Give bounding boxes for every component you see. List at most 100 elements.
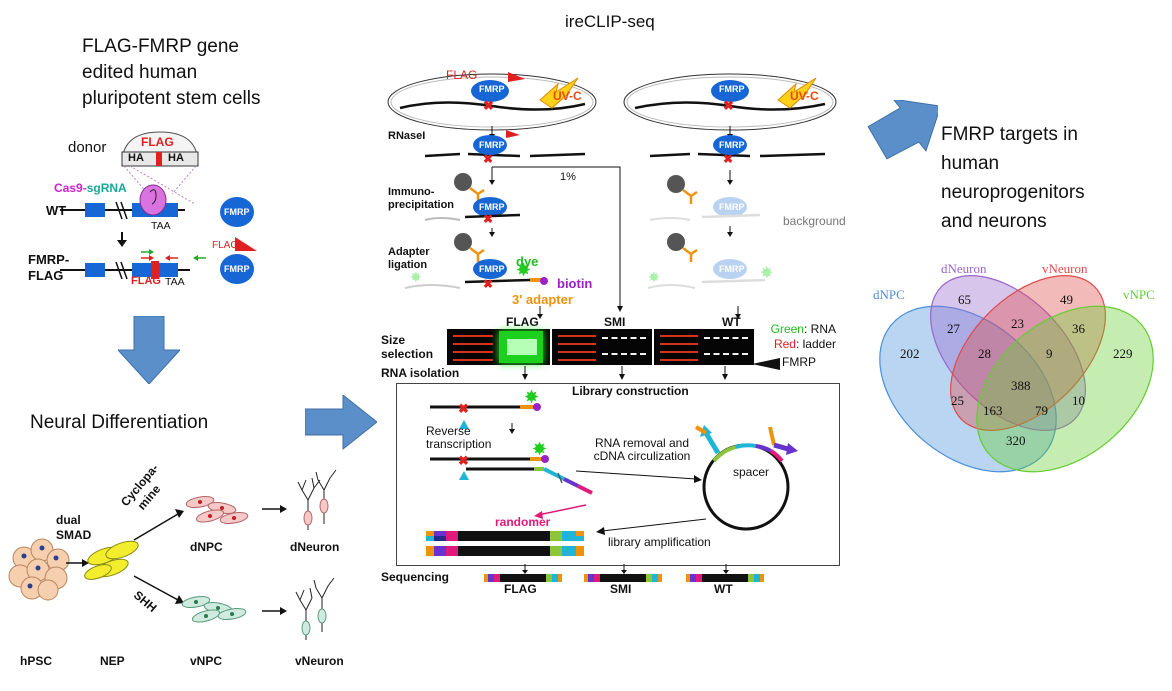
gel-legend: Green: RNA Red: ladder: [766, 322, 836, 352]
legend-red: Red: ladder: [766, 337, 836, 352]
seq-wt: WT: [714, 582, 733, 596]
immuno-label: Immuno- precipitation: [388, 186, 454, 212]
reverse-transcription: Reverse transcription: [426, 425, 491, 451]
rnasei-fmrp-1: FMRP: [479, 140, 505, 150]
lane-wt: WT: [722, 315, 741, 329]
sgrna-text: sgRNA: [86, 181, 127, 195]
venn-label-vneuron: vNeuron: [1042, 261, 1088, 276]
fmrp-flag-label-1: FMRP-: [28, 252, 70, 267]
immuno-1: Immuno-: [388, 186, 435, 198]
rnasei-fmrp-2: FMRP: [719, 140, 745, 150]
sequencing-reads: [484, 564, 764, 582]
rna-removal: RNA removal and cDNA circulization: [592, 437, 692, 463]
reverse-2: transcription: [426, 437, 492, 451]
one-percent: 1%: [560, 171, 576, 183]
svg-text:✖: ✖: [458, 401, 469, 416]
donor-ha-left: HA: [128, 152, 144, 164]
size-1: Size: [381, 333, 406, 347]
uvc-1: UV-C: [553, 89, 582, 103]
vneuron-label: vNeuron: [295, 654, 344, 668]
right-title: FMRP targets in human neuroprogenitors a…: [941, 120, 1085, 236]
left-title: FLAG-FMRP gene edited human pluripotent …: [82, 34, 260, 112]
venn-count-vneuron-vnpc: 36: [1072, 321, 1085, 336]
svg-text:✖: ✖: [723, 152, 733, 166]
rnasei-label: RNaseI: [388, 130, 426, 142]
library-construction-title: Library construction: [572, 384, 689, 398]
svg-text:✖: ✖: [483, 212, 493, 226]
immuno-2: precipitation: [388, 199, 455, 211]
gene-editing-diagram: [60, 131, 257, 284]
venn-set-vnpc: [976, 305, 1154, 473]
right-title-line-1: FMRP targets in: [941, 124, 1078, 145]
spacer-label: spacer: [733, 465, 770, 479]
lib-input-arrows: [522, 366, 728, 380]
flag-gene-label: FLAG: [131, 275, 161, 287]
svg-text:✸: ✸: [760, 265, 773, 282]
svg-text:✖: ✖: [483, 277, 493, 291]
venn-set-vneuron: [950, 275, 1106, 431]
dual-smad-2: SMAD: [56, 528, 92, 542]
differentiation-diagram: [8, 469, 337, 640]
venn-count-vnpc-only: 229: [1113, 346, 1133, 361]
legend-green-word: Green: [770, 322, 804, 336]
svg-text:✖: ✖: [483, 98, 494, 113]
right-title-line-4: and neurons: [941, 211, 1047, 232]
donor-label: donor: [68, 139, 107, 156]
nep-label: NEP: [100, 654, 125, 668]
adapter-label: Adapter ligation: [388, 246, 430, 272]
venn-count-dnpc-dneuron-vneuron: 28: [978, 346, 991, 361]
sequencing-label: Sequencing: [381, 570, 450, 584]
venn-count-all: 388: [1011, 378, 1031, 393]
venn-count-dneuron-vneuron: 23: [1011, 316, 1024, 331]
left-title-line-3: pluripotent stem cells: [82, 88, 261, 109]
uvc-2: UV-C: [790, 89, 819, 103]
right-title-line-2: human: [941, 153, 1000, 174]
svg-text:✖: ✖: [723, 98, 734, 113]
left-title-line-2: edited human: [82, 62, 198, 83]
al-fmrp-2: FMRP: [719, 264, 745, 274]
legend-green-rest: : RNA: [803, 322, 836, 336]
adapter3-label: 3' adapter: [512, 292, 573, 307]
rna-isolation-label: RNA isolation: [381, 366, 460, 380]
right-title-line-3: neuroprogenitors: [941, 182, 1085, 203]
seq-flag: FLAG: [504, 582, 537, 596]
gel-lane-flag: [447, 329, 550, 365]
left-title-line-1: FLAG-FMRP gene: [82, 36, 239, 57]
venn-count-vneuron-only: 49: [1060, 292, 1073, 307]
svg-text:✖: ✖: [458, 453, 469, 468]
size-selection-label: Size selection: [381, 333, 433, 361]
rna-removal-2: cDNA circulization: [593, 449, 691, 463]
svg-text:✸: ✸: [516, 260, 531, 280]
dual-smad: dual SMAD: [56, 513, 91, 543]
venn-label-vnpc: vNPC: [1123, 287, 1155, 302]
venn-count-dneuron-vnpc: 10: [1072, 393, 1085, 408]
fmrp-marker-arrow: [752, 358, 780, 370]
seq-smi: SMI: [610, 582, 632, 596]
library-amp-label: library amplification: [608, 535, 711, 549]
hpsc-label: hPSC: [20, 654, 53, 668]
legend-green: Green: RNA: [766, 322, 836, 337]
venn-set-dnpc: [879, 305, 1057, 473]
svg-text:✸: ✸: [524, 387, 539, 407]
fmrp-flag-label: FMRP- FLAG: [28, 252, 69, 284]
venn-set-dneuron: [930, 275, 1086, 431]
legend-fmrp: FMRP: [782, 355, 816, 369]
donor-ha-right: HA: [168, 152, 184, 164]
venn-diagram: [879, 275, 1154, 473]
gel-lane-smi: [552, 329, 652, 365]
mid-fmrp-1: FMRP: [479, 84, 505, 94]
venn-label-dneuron: dNeuron: [941, 261, 987, 276]
ireclip-top-diagram: ✖ ✖ ✖ ✖ ✖ ✖ ✸ ✸ ✸ ✸: [387, 72, 837, 319]
venn-count-dnpc-dneuron-vnpc: 79: [1035, 403, 1048, 418]
protein-fmrp-1: FMRP: [224, 207, 250, 217]
venn-count-dnpc-vneuron: 25: [951, 393, 964, 408]
fmrp-flag-label-2: FLAG: [28, 268, 64, 283]
randomer-label: randomer: [495, 515, 551, 529]
big-down-arrow: [118, 316, 180, 384]
venn-count-dneuron-only: 65: [958, 292, 971, 307]
background-label: background: [783, 214, 846, 228]
legend-red-word: Red: [773, 337, 796, 351]
library-construction-box: [396, 383, 840, 566]
size-2: selection: [381, 347, 434, 361]
taa-top: TAA: [151, 220, 171, 232]
